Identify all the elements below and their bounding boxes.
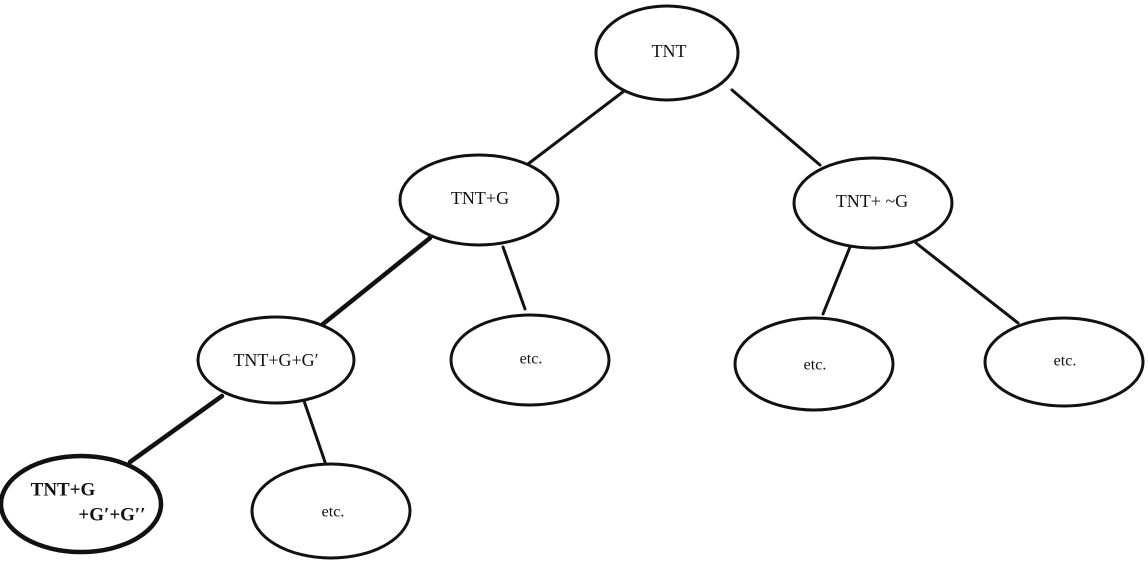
- node-deep-label-line1: TNT+G: [31, 479, 96, 500]
- node-right-label: TNT+ ~G: [836, 191, 908, 211]
- node-left-etc: etc.: [449, 313, 611, 407]
- node-deep-etc-ellipse: [250, 462, 412, 560]
- node-right-left-etc-ellipse: [733, 316, 895, 412]
- node-left: TNT+G: [398, 153, 560, 247]
- edge-leftleft-etc: [300, 393, 327, 464]
- node-right-right-etc: etc.: [983, 316, 1145, 408]
- node-right-ellipse: [792, 156, 954, 250]
- node-root: TNT: [594, 4, 740, 102]
- node-deep: TNT+G +G′+G′′: [0, 453, 164, 555]
- node-deep-etc-label: etc.: [322, 504, 345, 521]
- node-right-right-etc-ellipse: [983, 316, 1145, 408]
- edge-right-leftetc: [821, 245, 852, 316]
- node-deep-label-line2: +G′+G′′: [78, 504, 145, 525]
- node-deep-etc: etc.: [250, 462, 412, 560]
- edge-left-etc: [501, 245, 527, 311]
- node-deep-ellipse: [0, 453, 164, 555]
- edge-root-left: [526, 86, 630, 166]
- edge-left-leftleft: [320, 235, 433, 327]
- tree-edges: [127, 86, 1020, 465]
- node-right: TNT+ ~G: [792, 156, 954, 250]
- edge-root-right: [730, 88, 822, 167]
- node-left-label: TNT+G: [451, 188, 509, 208]
- edge-leftleft-deep: [127, 393, 225, 465]
- node-left-left-label: TNT+G+G′: [233, 350, 318, 370]
- node-root-ellipse: [594, 4, 740, 102]
- node-right-left-etc-label: etc.: [804, 357, 827, 374]
- edge-right-rightetc: [914, 241, 1020, 325]
- node-left-left-ellipse: [196, 315, 356, 405]
- node-root-label: TNT: [652, 41, 687, 61]
- node-left-left: TNT+G+G′: [196, 315, 356, 405]
- node-right-left-etc: etc.: [733, 316, 895, 412]
- node-left-ellipse: [398, 153, 560, 247]
- node-left-etc-label: etc.: [520, 351, 543, 368]
- node-left-etc-ellipse: [449, 313, 611, 407]
- node-right-right-etc-label: etc.: [1054, 353, 1077, 370]
